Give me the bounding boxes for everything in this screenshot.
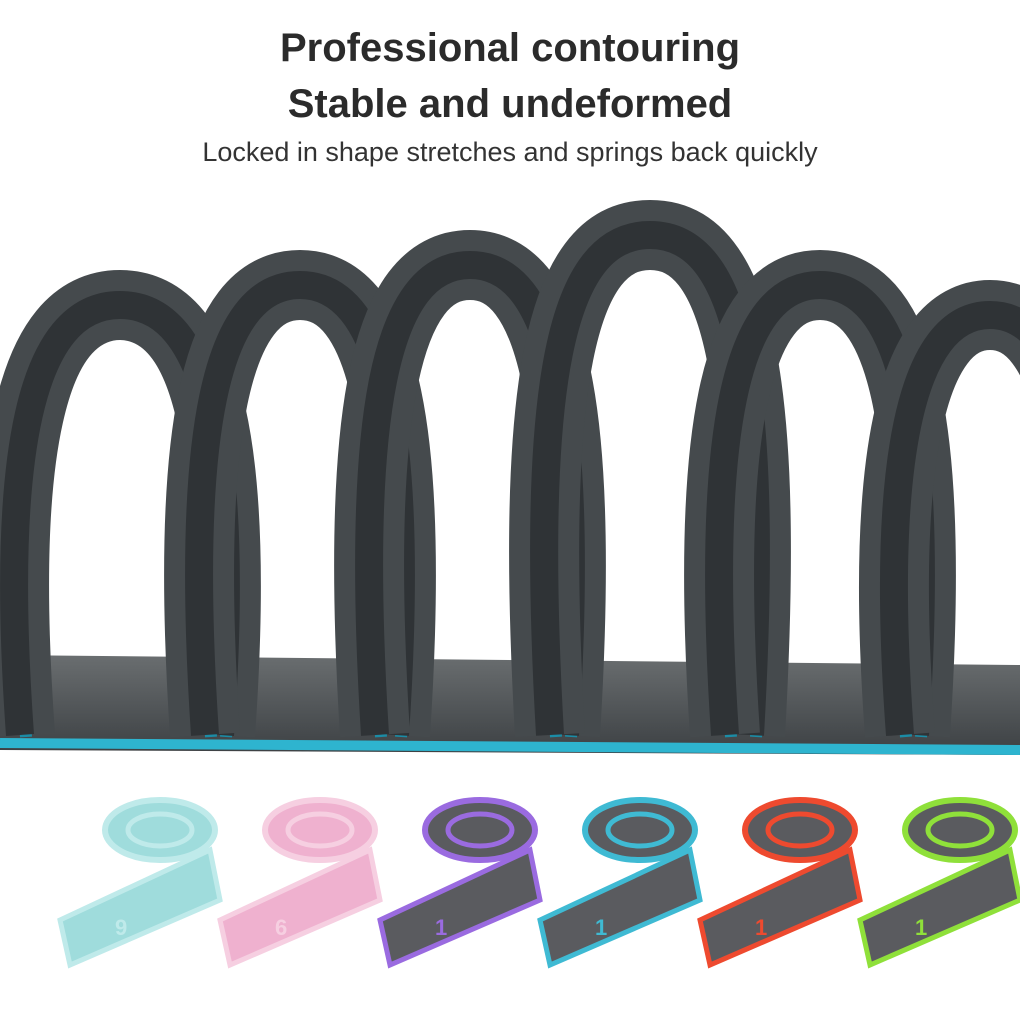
band-loop-inner (880, 300, 1020, 737)
variant-pink: 6 (217, 797, 383, 969)
variant-digit: 1 (435, 915, 447, 940)
variant-mint-purple: 9 (57, 797, 223, 969)
variant-strap (377, 846, 543, 969)
variant-digit: 1 (755, 915, 767, 940)
variant-coil-inner (125, 811, 195, 849)
color-variants-row: 9 6 1 1 1 1 (57, 797, 1020, 969)
variant-purple: 1 (377, 797, 543, 969)
variant-red: 1 (697, 797, 863, 969)
variant-coil-inner (925, 811, 995, 849)
variant-digit: 6 (275, 915, 287, 940)
variant-green: 1 (857, 797, 1020, 969)
variant-blue: 1 (537, 797, 703, 969)
variant-coil (582, 797, 698, 863)
headline-title: Professional contouring (279, 26, 741, 70)
variant-strap (697, 846, 863, 969)
variant-strap (537, 846, 703, 969)
variant-coil-inner (445, 811, 515, 849)
variant-strap (857, 846, 1020, 969)
variant-digit: 1 (595, 915, 607, 940)
variant-digit: 9 (115, 915, 127, 940)
headline-subtitle: Stable and undeformed (287, 82, 733, 126)
variant-coil-inner (605, 811, 675, 849)
variant-coil-inner (765, 811, 835, 849)
variant-coil (262, 797, 378, 863)
variant-strap (57, 846, 223, 969)
variant-coil (902, 797, 1018, 863)
hero-band-photo (0, 199, 1020, 755)
headline-tagline: Locked in shape stretches and springs ba… (202, 137, 818, 167)
variant-coil (742, 797, 858, 863)
variant-coil (102, 797, 218, 863)
variant-digit: 1 (915, 915, 927, 940)
variant-strap (217, 846, 383, 969)
variant-coil (422, 797, 538, 863)
variant-coil-inner (285, 811, 355, 849)
